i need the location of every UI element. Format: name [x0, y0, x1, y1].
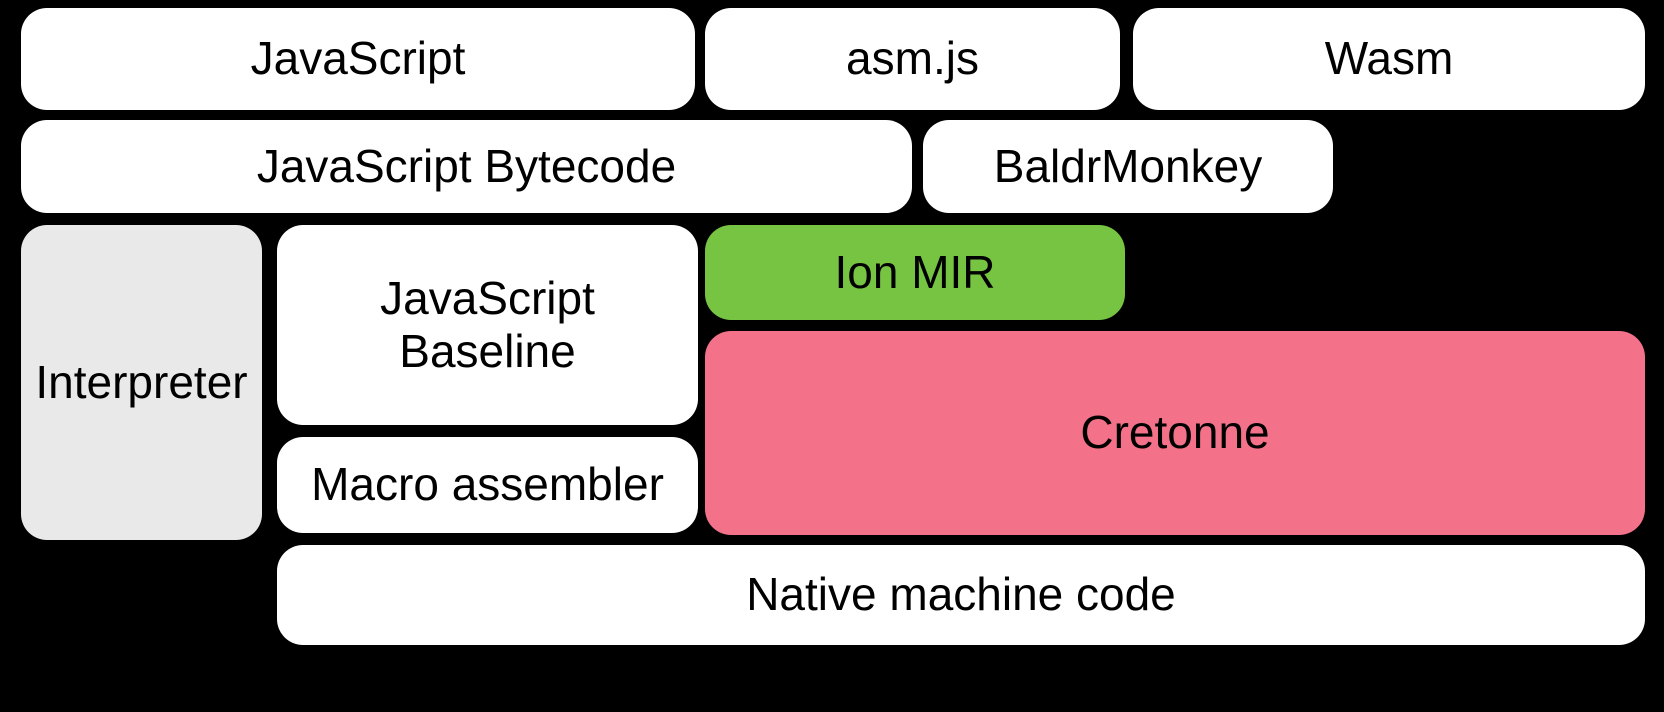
- node-ion-mir: Ion MIR: [705, 225, 1125, 320]
- node-native-machine-code-label: Native machine code: [746, 568, 1176, 621]
- node-macro-assembler: Macro assembler: [277, 437, 698, 533]
- node-macro-assembler-label: Macro assembler: [311, 458, 664, 511]
- node-javascript-bytecode: JavaScript Bytecode: [21, 120, 912, 213]
- node-javascript-baseline-label: JavaScript Baseline: [380, 271, 595, 377]
- node-baldrmonkey-label: BaldrMonkey: [993, 139, 1263, 192]
- node-native-machine-code: Native machine code: [277, 545, 1645, 645]
- node-wasm: Wasm: [1133, 8, 1645, 110]
- node-asm-js-label: asm.js: [846, 32, 979, 85]
- node-cretonne: Cretonne: [705, 331, 1645, 535]
- node-asm-js: asm.js: [705, 8, 1120, 110]
- node-wasm-label: Wasm: [1324, 32, 1454, 85]
- node-interpreter-label: Interpreter: [35, 355, 248, 408]
- node-javascript: JavaScript: [21, 8, 695, 110]
- node-javascript-bytecode-label: JavaScript Bytecode: [256, 139, 677, 192]
- node-ion-mir-label: Ion MIR: [834, 245, 996, 298]
- node-baldrmonkey: BaldrMonkey: [923, 120, 1333, 213]
- node-interpreter: Interpreter: [21, 225, 262, 540]
- node-javascript-label: JavaScript: [250, 32, 466, 85]
- node-javascript-baseline: JavaScript Baseline: [277, 225, 698, 425]
- node-cretonne-label: Cretonne: [1080, 406, 1270, 459]
